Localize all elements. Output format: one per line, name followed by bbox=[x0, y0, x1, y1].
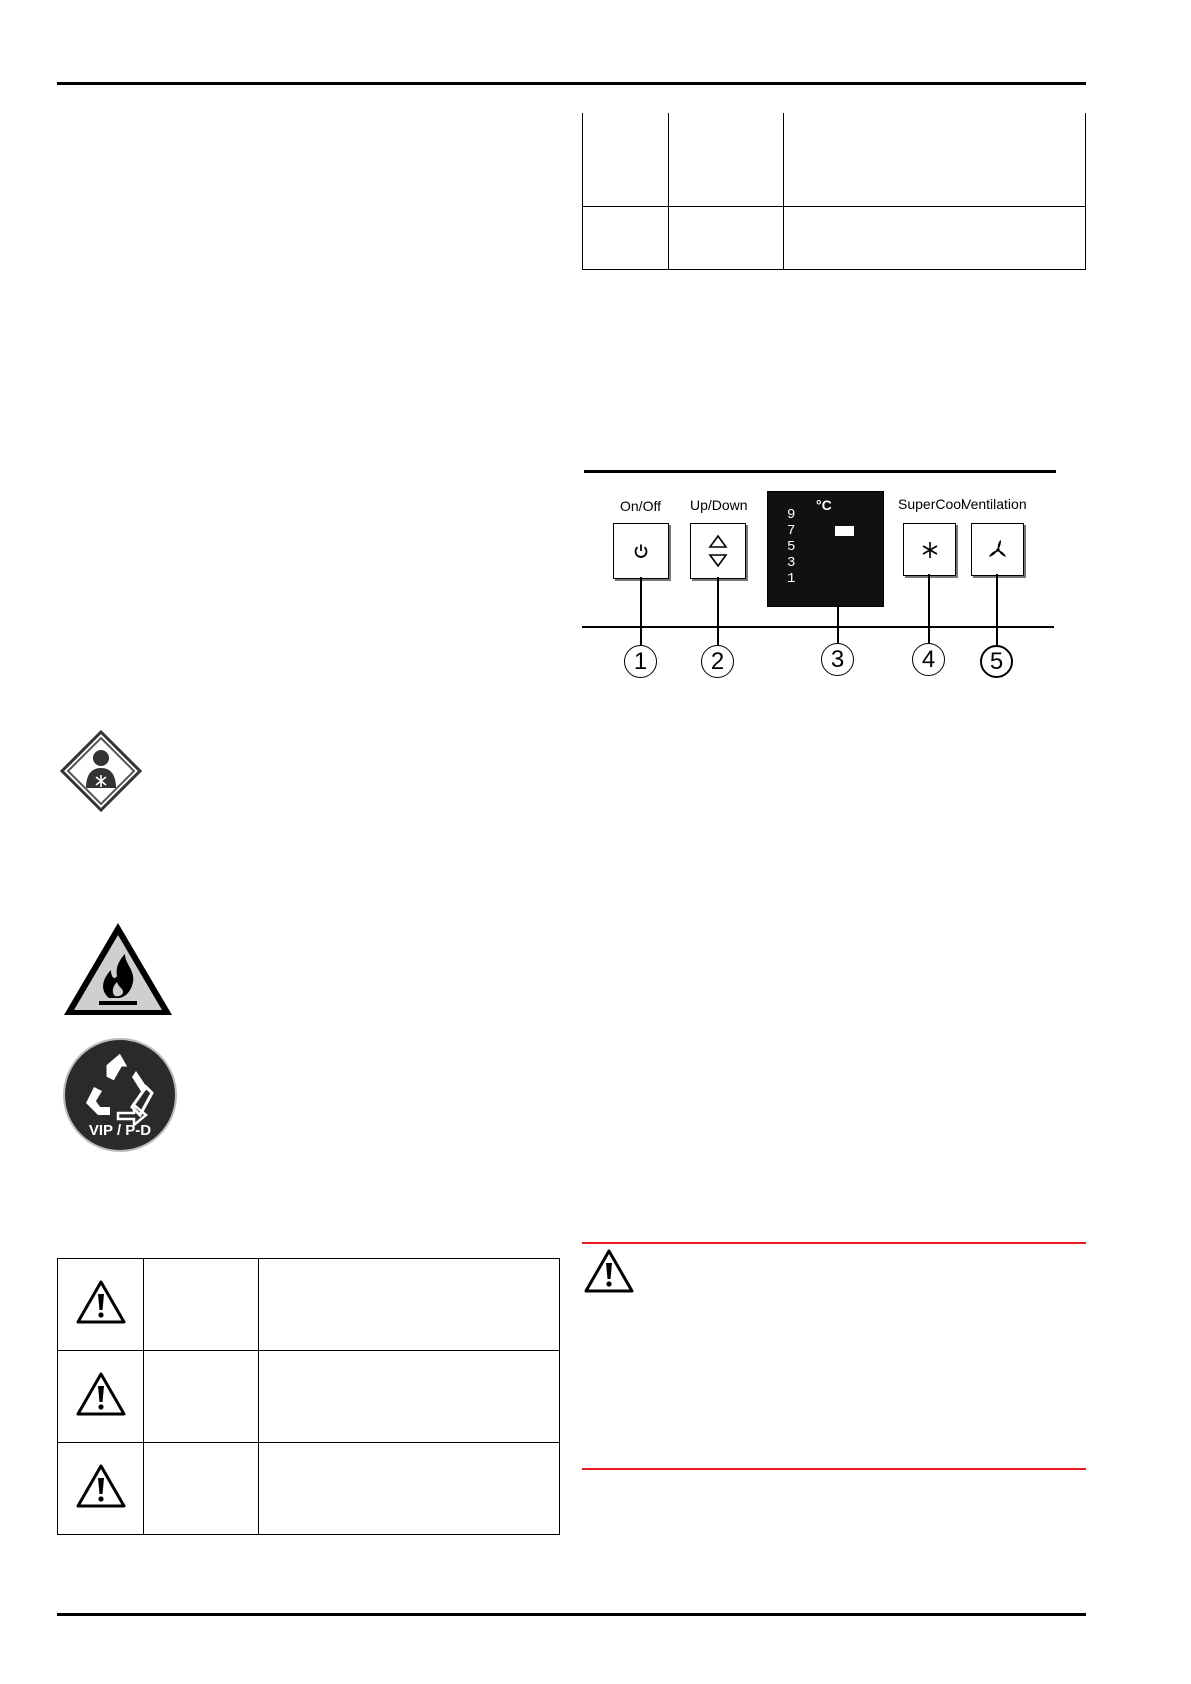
table-cell bbox=[258, 1258, 560, 1351]
table-row bbox=[57, 1258, 560, 1351]
health-hazard-icon bbox=[60, 730, 142, 812]
recycle-icon bbox=[63, 1038, 177, 1152]
callout-number: 2 bbox=[701, 645, 734, 678]
power-icon bbox=[634, 544, 648, 558]
up-down-label: Up/Down bbox=[690, 497, 748, 513]
scale-value: 1 bbox=[787, 571, 796, 587]
scale-value: 3 bbox=[787, 555, 796, 571]
fan-icon bbox=[988, 539, 1006, 557]
scale-value: 7 bbox=[787, 523, 796, 539]
up-down-button[interactable] bbox=[690, 523, 746, 579]
table-cell bbox=[783, 113, 1086, 207]
scale-value: 5 bbox=[787, 539, 796, 555]
leader-line bbox=[996, 574, 998, 646]
warning-box-top-rule bbox=[582, 1242, 1086, 1244]
supercool-button[interactable] bbox=[903, 523, 956, 576]
leader-line bbox=[928, 574, 930, 646]
display-unit: °C bbox=[816, 497, 832, 513]
warning-triangle-icon bbox=[76, 1280, 125, 1324]
table-row bbox=[57, 1350, 560, 1443]
temperature-display: °C 9 7 5 3 1 bbox=[767, 491, 884, 607]
recycling-badge-text: VIP / P-D bbox=[88, 1122, 152, 1139]
table-cell bbox=[582, 113, 669, 207]
table-row bbox=[582, 113, 1086, 207]
scale-value: 9 bbox=[787, 507, 796, 523]
up-down-arrows-icon bbox=[708, 534, 728, 568]
table-cell bbox=[582, 205, 669, 270]
on-off-label: On/Off bbox=[620, 498, 661, 514]
flammable-warning-icon bbox=[64, 923, 172, 1015]
snowflake-icon bbox=[922, 541, 937, 558]
callout-number: 4 bbox=[912, 643, 945, 676]
header-rule bbox=[57, 82, 1086, 85]
panel-bottom-rule bbox=[582, 626, 1054, 628]
leader-line bbox=[717, 577, 719, 646]
table-row bbox=[582, 205, 1086, 270]
table-cell bbox=[143, 1258, 259, 1351]
warning-table bbox=[57, 1258, 560, 1535]
table-cell bbox=[258, 1350, 560, 1443]
table-cell bbox=[143, 1350, 259, 1443]
table-cell bbox=[258, 1442, 560, 1535]
table-cell bbox=[57, 1258, 144, 1351]
ventilation-button[interactable] bbox=[971, 523, 1024, 576]
table-row bbox=[57, 1442, 560, 1535]
panel-top-rule bbox=[584, 470, 1056, 473]
footer-rule bbox=[57, 1613, 1086, 1616]
top-right-table bbox=[582, 113, 1086, 270]
on-off-button[interactable] bbox=[613, 523, 669, 579]
table-cell bbox=[143, 1442, 259, 1535]
ventilation-label: Ventilation bbox=[962, 496, 1027, 512]
warning-triangle-icon bbox=[76, 1372, 125, 1416]
table-cell bbox=[57, 1442, 144, 1535]
temperature-indicator-bar bbox=[835, 526, 854, 536]
table-cell bbox=[57, 1350, 144, 1443]
callout-number: 5 bbox=[980, 645, 1013, 678]
table-cell bbox=[783, 205, 1086, 270]
leader-line bbox=[837, 605, 839, 646]
leader-line bbox=[640, 577, 642, 646]
warning-box-bottom-rule bbox=[582, 1468, 1086, 1470]
table-cell bbox=[668, 205, 784, 270]
callout-number: 3 bbox=[821, 643, 854, 676]
supercool-label: SuperCool bbox=[898, 496, 965, 512]
warning-triangle-icon bbox=[76, 1464, 125, 1508]
recycling-badge: VIP / P-D bbox=[62, 1037, 178, 1153]
callout-number: 1 bbox=[624, 645, 657, 678]
table-cell bbox=[668, 113, 784, 207]
warning-triangle-icon bbox=[584, 1249, 634, 1293]
